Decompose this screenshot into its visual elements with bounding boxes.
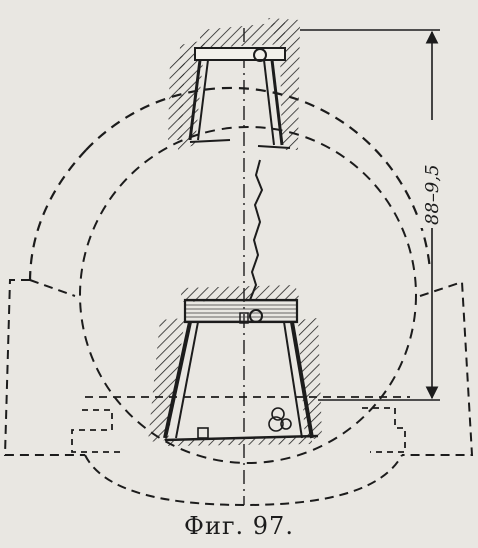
figure-caption: Фиг. 97.	[184, 512, 294, 540]
lower-drift	[148, 285, 322, 446]
left-dashed-steps	[71, 409, 120, 453]
left-dashed-side-chamber	[3, 279, 85, 456]
dimension-label: 88–9,5	[422, 164, 443, 225]
inner-dashed-circle	[79, 126, 417, 464]
outer-dashed-contour-left	[28, 149, 87, 283]
right-dashed-steps	[362, 407, 406, 453]
bottom-dashed-arc	[84, 454, 403, 507]
height-dimension: 88–9,5	[300, 29, 446, 401]
right-dashed-side-chamber	[402, 280, 474, 456]
upper-drift	[168, 18, 300, 150]
rock-fissure	[249, 159, 264, 301]
